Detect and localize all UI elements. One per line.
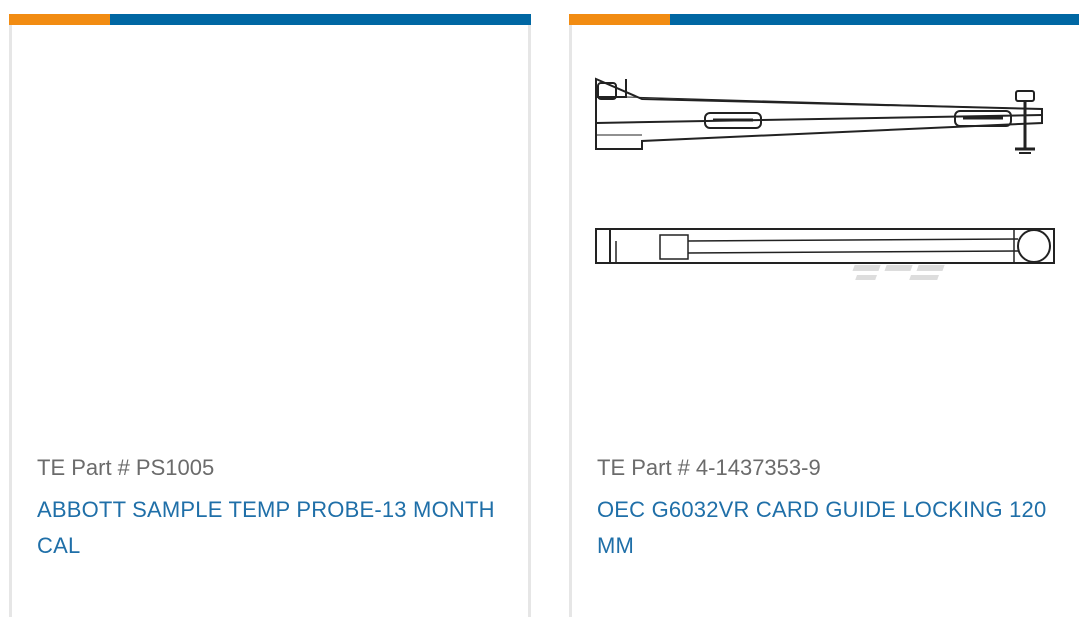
accent-orange-segment xyxy=(9,14,110,25)
card-accent-bar xyxy=(9,14,531,25)
product-image[interactable] xyxy=(572,25,1079,315)
product-name-link[interactable]: OEC G6032VR CARD GUIDE LOCKING 120 MM xyxy=(597,497,1047,558)
accent-orange-segment xyxy=(569,14,670,25)
card-accent-bar xyxy=(569,14,1079,25)
part-number-prefix: TE Part # xyxy=(37,455,130,480)
product-image-placeholder[interactable] xyxy=(12,25,528,315)
part-number: TE Part #PS1005 xyxy=(37,454,214,482)
product-card[interactable]: TE Part #4-1437353-9 OEC G6032VR CARD GU… xyxy=(569,14,1079,617)
product-card[interactable]: TE Part #PS1005 ABBOTT SAMPLE TEMP PROBE… xyxy=(9,14,531,617)
part-number-prefix: TE Part # xyxy=(597,455,690,480)
accent-blue-segment xyxy=(110,14,531,25)
card-guide-drawing-icon xyxy=(595,77,1055,280)
part-number-value: PS1005 xyxy=(135,455,215,480)
accent-blue-segment xyxy=(670,14,1079,25)
part-number-value: 4-1437353-9 xyxy=(695,455,821,480)
product-name-link[interactable]: ABBOTT SAMPLE TEMP PROBE-13 MONTH CAL xyxy=(37,497,495,558)
part-number: TE Part #4-1437353-9 xyxy=(597,454,821,482)
